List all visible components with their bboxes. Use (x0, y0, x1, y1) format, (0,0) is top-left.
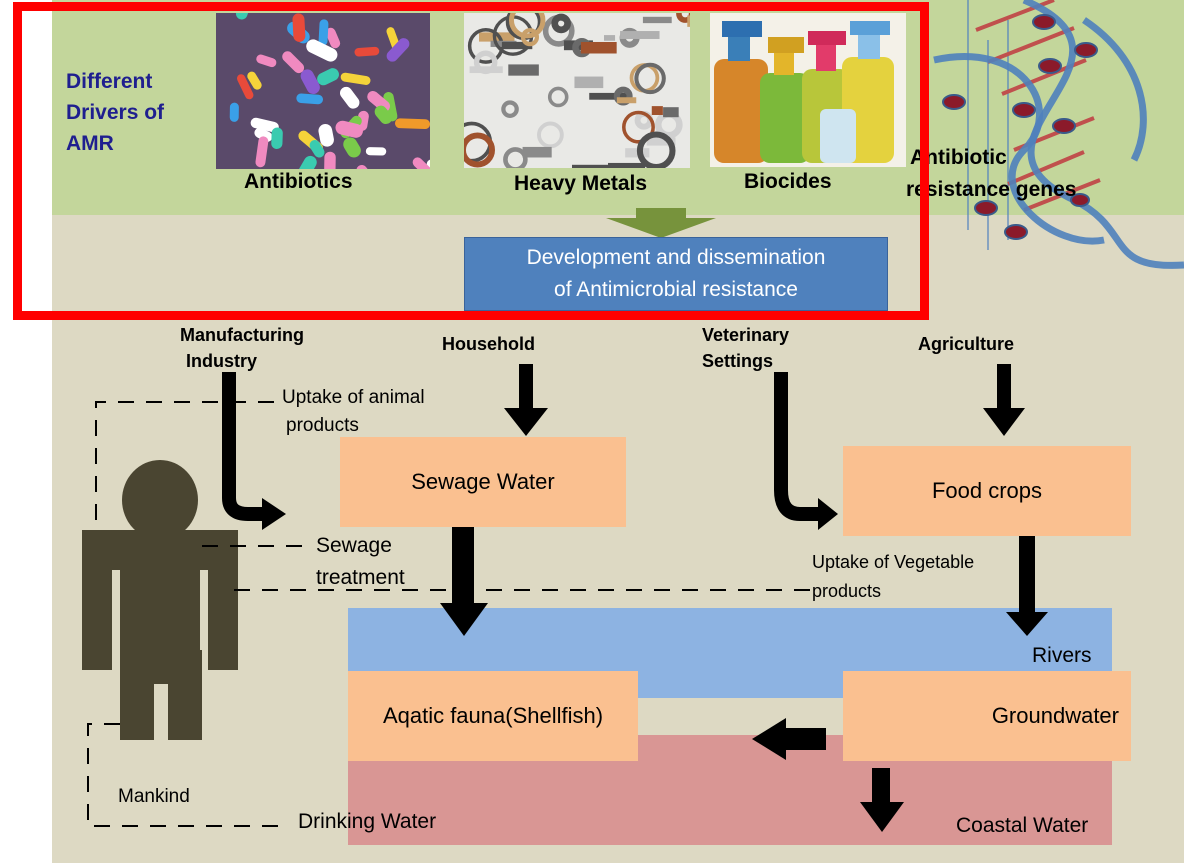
development-box: Development and dissemination of Antimic… (464, 237, 888, 311)
antibiotic-pills-photo (216, 13, 430, 169)
heavy-metals-label: Heavy Metals (514, 172, 648, 195)
food-crops-box: Food crops (843, 446, 1131, 536)
coastal-water-label: Coastal Water (956, 814, 1089, 837)
uptake-animal-label: Uptake of animal products (282, 387, 425, 436)
groundwater-box: Groundwater (843, 671, 1131, 761)
drinking-water-label: Drinking Water (298, 810, 437, 833)
highlight-frame (13, 2, 929, 320)
development-line1: Development and dissemination (526, 246, 826, 269)
development-line2: of Antimicrobial resistance (554, 278, 798, 301)
household-label: Household (442, 334, 535, 354)
mankind-label: Mankind (118, 786, 190, 807)
agriculture-label: Agriculture (918, 334, 1015, 354)
uptake-vegetable-label: Uptake of Vegetable products (812, 552, 975, 601)
heavy-metal-parts-photo (464, 13, 690, 168)
manufacturing-industry-label: Manufacturing Industry (180, 325, 304, 371)
person-icon (82, 460, 238, 740)
rivers-label: Rivers (1032, 644, 1092, 667)
sewage-treatment-label: Sewage treatment (316, 534, 405, 589)
drivers-title: Different Drivers of AMR (66, 70, 165, 155)
dna-helix-icon (933, 0, 1184, 269)
antibiotics-label: Antibiotics (244, 170, 353, 193)
resistance-genes-label: Antibiotic resistance genes (906, 146, 1077, 201)
veterinary-settings-label: Veterinary Settings (702, 325, 790, 371)
biocides-label: Biocides (744, 170, 832, 193)
biocide-bottles-photo (710, 13, 906, 167)
aquatic-fauna-box: Aqatic fauna(Shellfish) (348, 671, 638, 761)
green-down-arrow-icon (606, 208, 716, 238)
sewage-water-box: Sewage Water (340, 437, 626, 527)
